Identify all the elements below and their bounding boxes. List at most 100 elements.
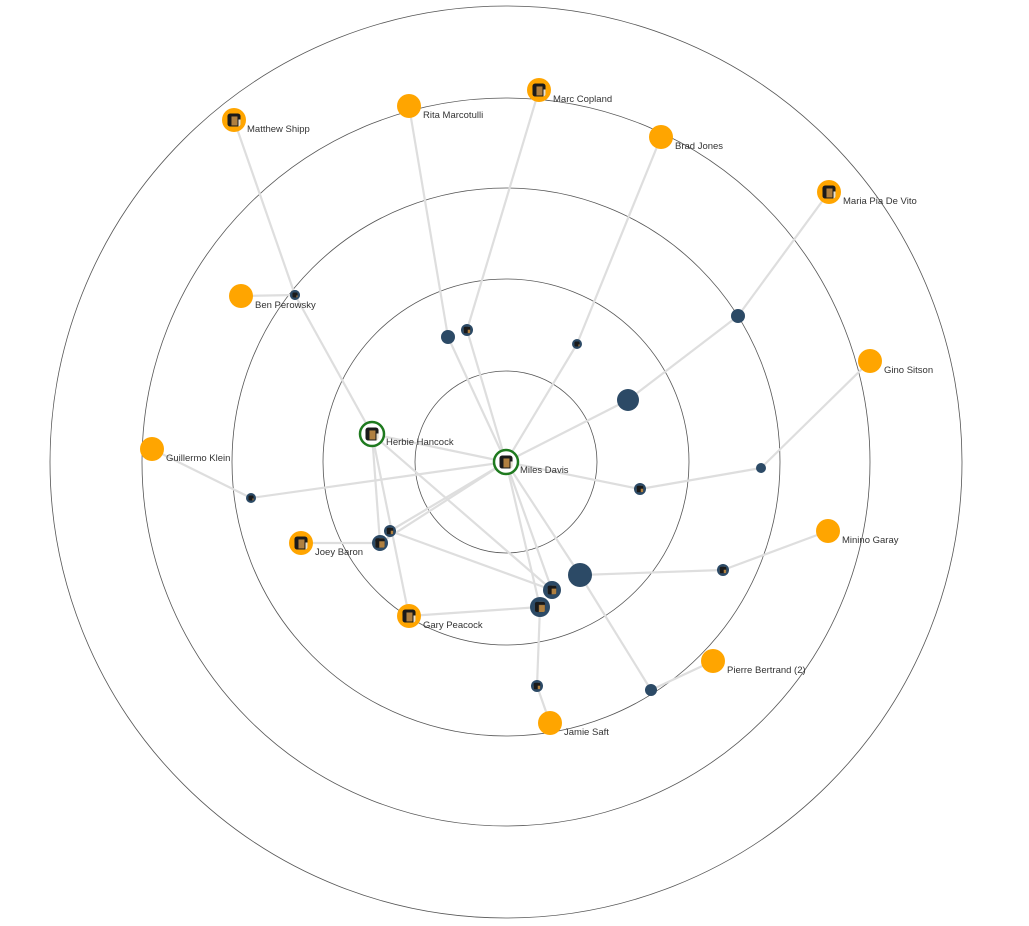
ring-1 — [414, 370, 598, 554]
node-r17[interactable] — [531, 680, 543, 692]
node-circle-jamie[interactable] — [538, 711, 562, 735]
node-r11[interactable] — [384, 525, 396, 537]
node-r12[interactable] — [543, 581, 561, 599]
node-joey[interactable] — [289, 531, 313, 555]
node-label-herbie: Herbie Hancock — [386, 437, 454, 448]
node-circle-r2[interactable] — [441, 330, 455, 344]
node-label-maria: Maria Pia De Vito — [843, 196, 917, 207]
edge-r11-r12 — [389, 529, 553, 592]
node-circle-minino[interactable] — [816, 519, 840, 543]
node-matthew[interactable] — [222, 108, 246, 132]
node-r6[interactable] — [731, 309, 745, 323]
edge-r5-r6 — [627, 315, 739, 401]
edges — [151, 89, 871, 724]
node-label-brad: Brad Jones — [675, 141, 723, 152]
node-r16[interactable] — [290, 290, 300, 300]
edge-miles-r14 — [505, 461, 581, 576]
edge-r4-brad — [575, 136, 663, 345]
node-photo-r3 — [463, 326, 471, 334]
node-label-gino: Gino Sitson — [884, 365, 933, 376]
node-photo-r10 — [375, 538, 385, 548]
node-label-ben: Ben Perowsky — [255, 300, 316, 311]
edge-r2-rita — [407, 105, 450, 338]
node-marc[interactable] — [527, 78, 551, 102]
node-miles[interactable] — [492, 448, 520, 476]
edge-r8-r7 — [639, 466, 762, 491]
node-ben[interactable] — [229, 284, 253, 308]
node-circle-r14[interactable] — [568, 563, 592, 587]
node-jamie[interactable] — [538, 711, 562, 735]
edge-r7-gino — [760, 360, 871, 469]
node-photo-r8 — [636, 485, 644, 493]
edge-miles-r5 — [505, 399, 629, 463]
edge-r3-marc — [465, 89, 541, 331]
node-circle-r5[interactable] — [617, 389, 639, 411]
node-photo-matthew — [227, 113, 241, 127]
node-pierre[interactable] — [701, 649, 725, 673]
edge-r14-r15 — [579, 568, 724, 577]
node-r5[interactable] — [617, 389, 639, 411]
edge-miles-r13 — [504, 461, 542, 608]
node-photo-miles — [499, 455, 513, 469]
node-guillermo[interactable] — [140, 437, 164, 461]
node-label-jamie: Jamie Saft — [564, 727, 609, 738]
edge-herbie-r12 — [371, 433, 553, 591]
node-circle-guillermo[interactable] — [140, 437, 164, 461]
node-maria[interactable] — [817, 180, 841, 204]
node-r15[interactable] — [717, 564, 729, 576]
node-r8[interactable] — [634, 483, 646, 495]
node-r4[interactable] — [572, 339, 582, 349]
node-photo-r15 — [719, 566, 727, 574]
edge-herbie-r1 — [294, 294, 373, 435]
edge-miles-r3 — [465, 329, 508, 463]
node-circle-r18[interactable] — [645, 684, 657, 696]
node-label-matthew: Matthew Shipp — [247, 124, 310, 135]
node-circle-pierre[interactable] — [701, 649, 725, 673]
node-photo-r4 — [574, 341, 580, 347]
node-photo-joey — [294, 536, 308, 550]
node-r13[interactable] — [530, 597, 550, 617]
node-brad[interactable] — [649, 125, 673, 149]
node-label-gary: Gary Peacock — [423, 620, 483, 631]
node-herbie[interactable] — [358, 420, 386, 448]
node-r14[interactable] — [568, 563, 592, 587]
edge-herbie-gary — [370, 433, 411, 617]
node-r3[interactable] — [461, 324, 473, 336]
edge-r13-gary — [408, 605, 541, 618]
node-circle-brad[interactable] — [649, 125, 673, 149]
node-r9[interactable] — [246, 493, 256, 503]
node-photo-r11 — [386, 527, 394, 535]
node-photo-marc — [532, 83, 546, 97]
node-rita[interactable] — [397, 94, 421, 118]
node-r18[interactable] — [645, 684, 657, 696]
node-gary[interactable] — [397, 604, 421, 628]
node-photo-r12 — [547, 585, 557, 595]
node-circle-ben[interactable] — [229, 284, 253, 308]
node-r2[interactable] — [441, 330, 455, 344]
ring-3 — [231, 187, 781, 737]
node-circle-gino[interactable] — [858, 349, 882, 373]
edge-miles-r4 — [505, 343, 578, 463]
node-minino[interactable] — [816, 519, 840, 543]
node-photo-herbie — [365, 427, 379, 441]
node-gino[interactable] — [858, 349, 882, 373]
node-label-rita: Rita Marcotulli — [423, 110, 483, 121]
ring-2 — [322, 278, 690, 646]
node-r10[interactable] — [372, 535, 388, 551]
edge-r13-r17 — [535, 606, 542, 687]
node-photo-r17 — [533, 682, 541, 690]
node-r7[interactable] — [756, 463, 766, 473]
node-circle-rita[interactable] — [397, 94, 421, 118]
edge-miles-r12 — [504, 461, 554, 591]
node-circle-r7[interactable] — [756, 463, 766, 473]
node-label-pierre: Pierre Bertrand (2) — [727, 665, 806, 676]
ring-4 — [141, 97, 871, 827]
node-photo-r9 — [248, 495, 254, 501]
edge-miles-r8 — [505, 460, 641, 491]
node-circle-r6[interactable] — [731, 309, 745, 323]
nodes — [140, 78, 882, 735]
node-photo-r13 — [534, 601, 546, 613]
node-label-guillermo: Guillermo Klein — [166, 453, 230, 464]
edge-miles-r2 — [447, 336, 507, 463]
